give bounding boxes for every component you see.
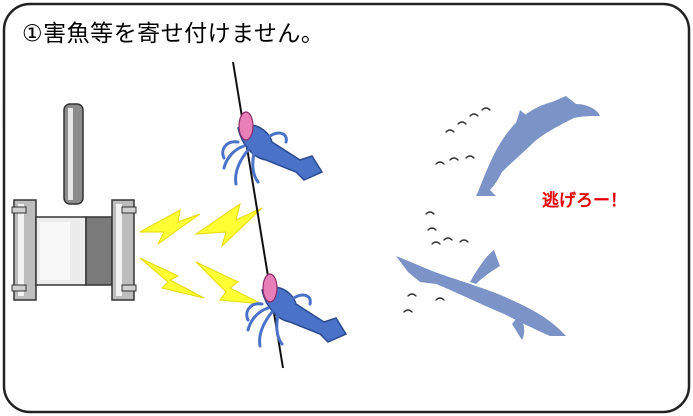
repeller-device-icon: [11, 103, 137, 301]
fishing-line-icon: [232, 61, 284, 369]
dolphin-icon: [476, 96, 600, 196]
splash-marks-icon: [403, 107, 491, 313]
lightning-bolt-icon: [139, 202, 263, 305]
squid-icon: [221, 111, 324, 186]
caption-title: ①害魚等を寄せ付けません。: [22, 21, 325, 47]
dolphin-shout-text: 逃げろー！: [542, 191, 627, 211]
dolphin-icon: [396, 250, 566, 340]
squid-icon: [245, 273, 348, 348]
